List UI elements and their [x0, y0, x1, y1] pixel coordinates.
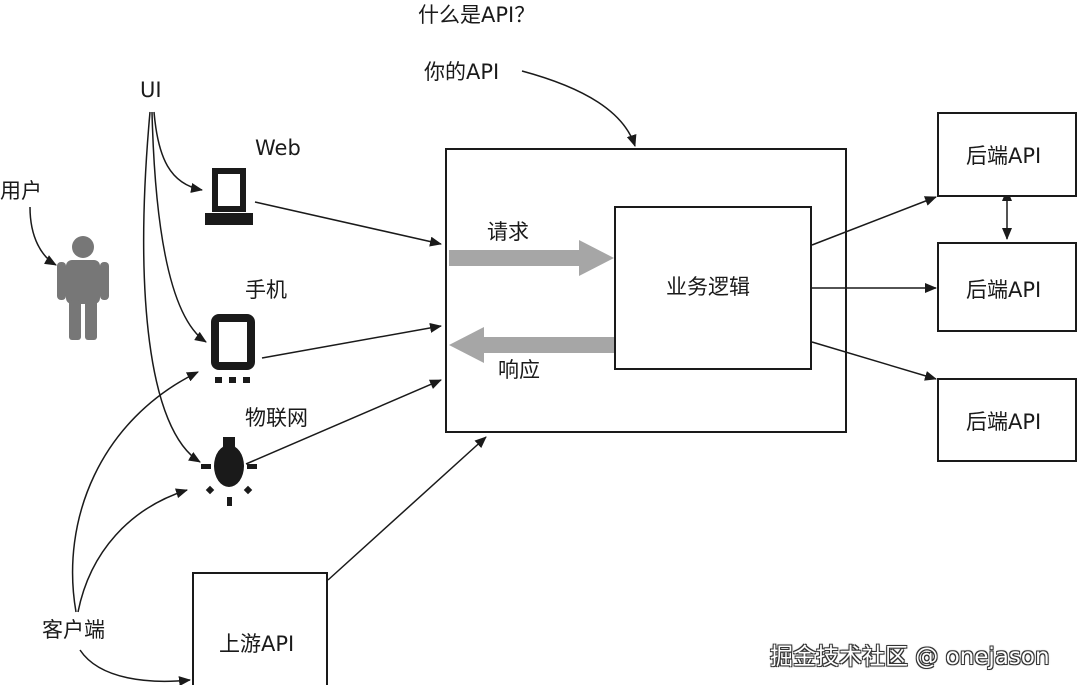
api-to-backend-3-arrow	[811, 341, 937, 381]
your-api-pointer-arrow	[521, 70, 637, 147]
ui-to-mobile-arrow	[151, 111, 207, 343]
backend-api-label-2: 后端API	[966, 278, 1042, 302]
your-api-label: 你的API	[424, 60, 500, 84]
iot-to-api-arrow	[245, 379, 442, 465]
backend-api-label-1: 后端API	[966, 144, 1042, 168]
upstream-api-label: 上游API	[219, 632, 295, 656]
backend-api-label-3: 后端API	[966, 410, 1042, 434]
ui-to-iot-arrow	[143, 111, 201, 463]
web-label: Web	[255, 136, 301, 160]
user-person-icon	[57, 236, 109, 340]
iot-bulb-icon	[201, 437, 257, 506]
ui-to-web-arrow	[153, 111, 203, 193]
response-label: 响应	[498, 358, 540, 382]
business-logic-box: 业务逻辑	[614, 206, 812, 370]
business-logic-label: 业务逻辑	[666, 275, 750, 299]
upstream-to-api-arrow	[327, 436, 487, 581]
upstream-api-box: 上游API	[192, 572, 328, 685]
watermark: 掘金技术社区 @ onejason	[770, 644, 1050, 670]
user-pointer-arrow	[29, 206, 57, 266]
client-to-mobile-arrow	[71, 371, 199, 613]
client-to-iot-arrow	[77, 488, 188, 613]
api-to-backend-1-arrow	[811, 196, 937, 246]
backend-api-box-2: 后端API	[937, 242, 1077, 332]
web-to-api-arrow	[254, 201, 442, 247]
mobile-phone-icon	[211, 314, 255, 383]
client-to-upstream-arrow	[79, 649, 191, 685]
request-arrow	[449, 240, 614, 276]
backend-api-box-1: 后端API	[937, 112, 1077, 197]
iot-label: 物联网	[245, 406, 308, 430]
ui-label: UI	[140, 78, 162, 102]
client-label: 客户端	[42, 618, 105, 642]
mobile-to-api-arrow	[261, 323, 442, 359]
mobile-label: 手机	[245, 278, 287, 302]
response-arrow	[449, 327, 615, 363]
request-label: 请求	[487, 220, 529, 244]
your-api-box	[445, 148, 847, 433]
diagram-title: 什么是API？	[418, 3, 536, 27]
backend-api-box-3: 后端API	[937, 378, 1077, 462]
user-label: 用户	[0, 179, 42, 203]
laptop-icon	[205, 168, 253, 225]
